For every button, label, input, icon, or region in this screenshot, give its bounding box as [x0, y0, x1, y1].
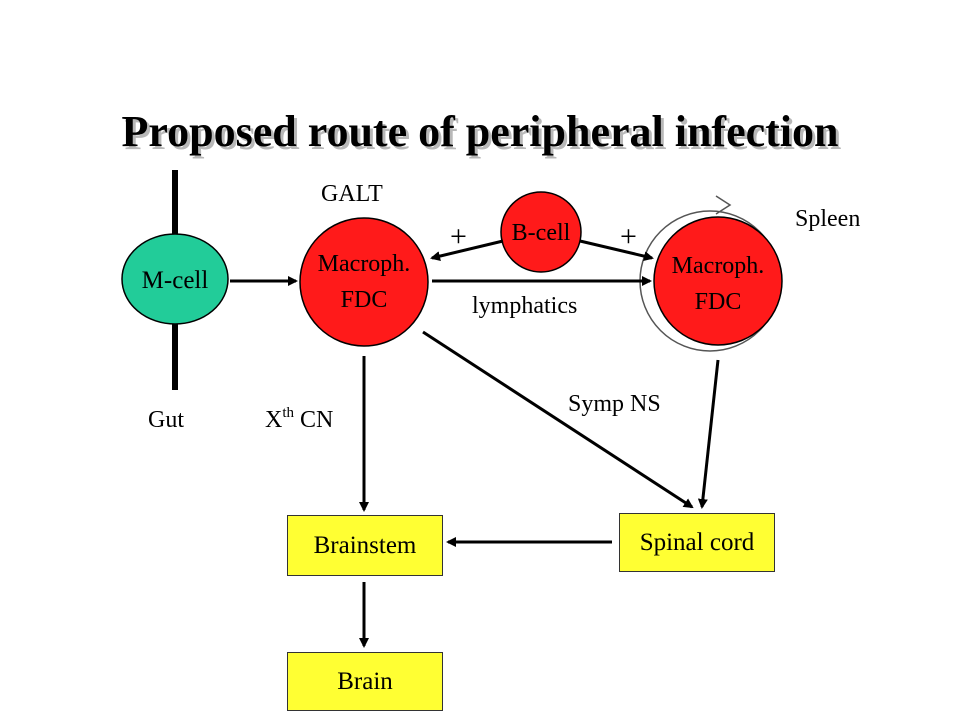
- spleen-label: Spleen: [795, 206, 861, 232]
- xth-cn-label: Xth CN: [265, 405, 334, 433]
- spleen-macroph-label: Macroph.: [671, 253, 765, 279]
- galt-fdc-label: FDC: [340, 287, 388, 313]
- spleen-ring-arrowhead: [715, 195, 732, 215]
- b-cell-node: [500, 191, 582, 273]
- xth-sup: th: [282, 405, 295, 421]
- galt-macroph-label: Macroph.: [317, 251, 411, 277]
- spleen-fdc-label: FDC: [694, 289, 742, 315]
- plus-right-label: +: [620, 220, 637, 253]
- gut-label: Gut: [148, 407, 184, 433]
- galt-macroph-node: [299, 217, 429, 347]
- plus-left-label: +: [450, 220, 467, 253]
- b-cell-label: B-cell: [511, 220, 571, 246]
- lymphatics-label: lymphatics: [472, 293, 578, 319]
- symp-ns-label: Symp NS: [568, 391, 661, 417]
- spinal-cord-box: Spinal cord: [619, 513, 775, 572]
- m-cell-node: [121, 233, 229, 325]
- xth-cn: CN: [300, 407, 334, 433]
- slide-title: Proposed route of peripheral infection: [121, 107, 839, 156]
- arrow-galt-to-spinal-cord: [422, 330, 694, 509]
- m-cell-label: M-cell: [141, 267, 209, 294]
- arrow-bcell-to-spleen: [579, 239, 654, 262]
- arrow-bcell-to-galt: [430, 239, 504, 261]
- galt-label: GALT: [321, 181, 383, 207]
- arrow-spleen-to-spinal-cord: [697, 359, 720, 509]
- spleen-macroph-node: [653, 216, 783, 346]
- brain-box: Brain: [287, 652, 443, 711]
- brainstem-box: Brainstem: [287, 515, 443, 576]
- xth-x: X: [265, 407, 283, 433]
